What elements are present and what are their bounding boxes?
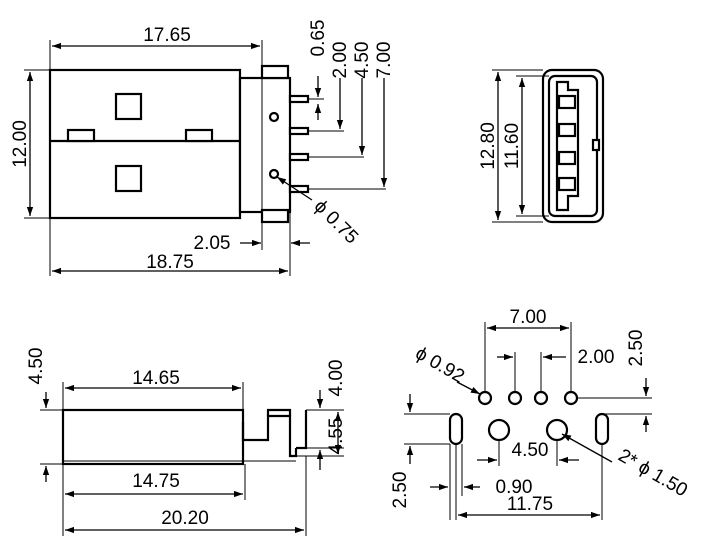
pcb-hole-1 bbox=[477, 390, 493, 406]
end-view-contact-1 bbox=[557, 94, 577, 110]
dim-0-65: 0.65 bbox=[308, 20, 329, 57]
top-view-pin-3 bbox=[288, 152, 310, 162]
top-view-tab-upper bbox=[260, 64, 290, 80]
dim-0-90: 0.90 bbox=[496, 477, 533, 498]
side-view-rear bbox=[241, 414, 298, 458]
pcb-slot-right bbox=[594, 412, 610, 446]
top-view-rear-housing bbox=[238, 76, 292, 214]
pcb-hole-3 bbox=[533, 390, 549, 406]
end-view-latch bbox=[591, 138, 601, 152]
top-view-pin-1 bbox=[288, 94, 310, 104]
end-view-contact-2 bbox=[557, 122, 577, 138]
dim-12-80: 12.80 bbox=[478, 122, 499, 170]
side-view: 4.50 14.65 4.00 4.55 14.75 20.20 bbox=[26, 348, 347, 536]
top-view: 17.65 12.00 0.65 2.00 4.50 7.00 ϕ 0.75 2… bbox=[10, 20, 395, 276]
top-view-latch-right bbox=[184, 128, 214, 143]
dim-2-00-pcb: 2.00 bbox=[578, 347, 615, 368]
dim-2-00: 2.00 bbox=[330, 42, 351, 79]
dim-14-75: 14.75 bbox=[132, 471, 180, 492]
dim-2-05: 2.05 bbox=[194, 233, 231, 254]
dim-4-00: 4.00 bbox=[326, 360, 347, 397]
dim-7-00: 7.00 bbox=[374, 42, 395, 79]
dim-2-50-right: 2.50 bbox=[626, 330, 647, 367]
dim-4-50-side: 4.50 bbox=[26, 348, 47, 385]
dim-phi-0-75: ϕ 0.75 bbox=[310, 196, 362, 248]
top-view-pin-2 bbox=[288, 126, 310, 136]
dim-11-75: 11.75 bbox=[507, 494, 553, 515]
side-view-pin bbox=[296, 410, 308, 450]
dim-2-50-left: 2.50 bbox=[390, 472, 411, 509]
pcb-peg-left bbox=[487, 418, 511, 442]
dim-2x-phi-1-50: 2* ϕ 1.50 bbox=[615, 445, 691, 501]
side-view-body bbox=[61, 408, 245, 466]
pcb-hole-4 bbox=[563, 390, 579, 406]
dim-11-60: 11.60 bbox=[502, 123, 523, 169]
end-view-contact-3 bbox=[557, 150, 577, 166]
top-view-hole-upper bbox=[268, 111, 280, 123]
end-view: 12.80 11.60 bbox=[478, 68, 605, 224]
dim-4-55: 4.55 bbox=[326, 418, 347, 455]
pcb-layout: 7.00 2.00 ϕ 0.92 2.50 4.50 2* ϕ 1.50 2.5… bbox=[390, 307, 691, 520]
pcb-slot-left bbox=[448, 412, 464, 446]
top-view-tab-lower bbox=[260, 208, 290, 224]
top-view-body bbox=[48, 68, 242, 220]
top-view-window-lower bbox=[114, 164, 143, 193]
dim-4-50: 4.50 bbox=[352, 42, 373, 79]
dim-14-65: 14.65 bbox=[132, 368, 180, 389]
dim-18-75: 18.75 bbox=[146, 252, 194, 273]
side-view-rear-top bbox=[266, 408, 292, 416]
top-view-latch-left bbox=[66, 128, 96, 143]
end-view-contact-4 bbox=[557, 176, 577, 192]
dim-12-00: 12.00 bbox=[10, 120, 31, 168]
dim-20-20: 20.20 bbox=[161, 508, 209, 529]
pcb-peg-right bbox=[545, 418, 569, 442]
end-view-tongue bbox=[555, 80, 580, 212]
dim-phi-0-92: ϕ 0.92 bbox=[412, 343, 468, 388]
dim-17-65: 17.65 bbox=[143, 25, 191, 46]
dim-4-50-pcb: 4.50 bbox=[512, 440, 549, 461]
dim-7-00-pcb: 7.00 bbox=[510, 307, 547, 328]
top-view-hole-lower bbox=[268, 168, 280, 180]
top-view-window-upper bbox=[114, 92, 143, 121]
pcb-hole-2 bbox=[507, 390, 523, 406]
